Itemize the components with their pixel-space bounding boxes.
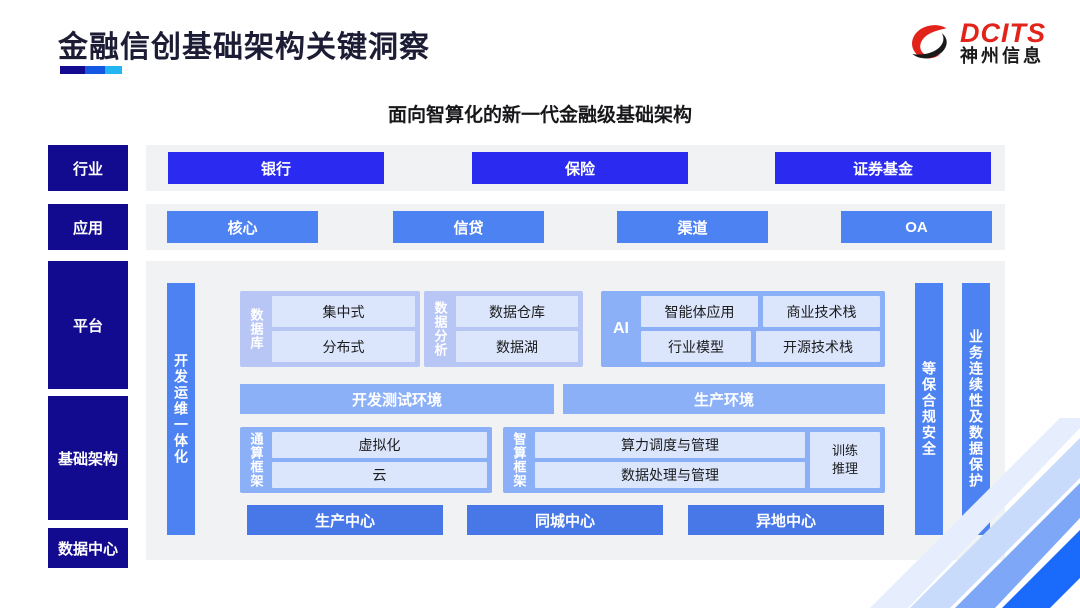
datacenter-item-production[interactable]: 生产中心 [247, 505, 443, 535]
cell-agent-application[interactable]: 智能体应用 [641, 296, 758, 327]
sidebar-devops: 开发运维一体化 [167, 283, 195, 535]
group-intelligent-framework: 智算框架 算力调度与管理 数据处理与管理 训练 推理 [503, 427, 885, 493]
application-item-core[interactable]: 核心 [167, 211, 318, 243]
env-bar-dev-test[interactable]: 开发测试环境 [240, 384, 554, 414]
training-label: 训练 [831, 442, 858, 458]
cell-centralized[interactable]: 集中式 [272, 296, 415, 327]
group-label-intelligent-framework: 智算框架 [511, 432, 527, 488]
sidebar-compliance-security: 等保合规安全 [915, 283, 943, 535]
page-header: 金融信创基础架构关键洞察 DCITS 神州信息 [0, 0, 1080, 92]
industry-item-bank[interactable]: 银行 [168, 152, 384, 184]
group-database: 数据库 集中式 分布式 [240, 291, 420, 367]
diagram-subtitle: 面向智算化的新一代金融级基础架构 [387, 105, 692, 126]
underline-segment-2 [84, 66, 105, 74]
cell-data-lake[interactable]: 数据湖 [456, 331, 578, 362]
cell-commercial-tech-stack[interactable]: 商业技术栈 [763, 296, 880, 327]
industry-item-securities-fund[interactable]: 证券基金 [775, 152, 991, 184]
cell-industry-model[interactable]: 行业模型 [641, 331, 751, 362]
group-label-ai: AI [613, 320, 629, 337]
datacenter-item-remote[interactable]: 异地中心 [688, 505, 884, 535]
group-general-framework: 通算框架 虚拟化 云 [240, 427, 492, 493]
cell-data-processing[interactable]: 数据处理与管理 [535, 462, 805, 488]
row-label-platform: 平台 [48, 261, 128, 389]
sidebar-business-continuity: 业务连续性及数据保护 [962, 283, 990, 535]
cell-opensource-tech-stack[interactable]: 开源技术栈 [756, 331, 880, 362]
cell-virtualization[interactable]: 虚拟化 [272, 432, 487, 458]
application-item-credit[interactable]: 信贷 [393, 211, 544, 243]
env-bar-production[interactable]: 生产环境 [563, 384, 885, 414]
group-label-data-analytics: 数据分析 [432, 301, 448, 357]
cell-compute-scheduling[interactable]: 算力调度与管理 [535, 432, 805, 458]
underline-segment-3 [104, 66, 122, 74]
company-logo: DCITS 神州信息 [906, 20, 1046, 66]
row-label-industry: 行业 [48, 145, 128, 191]
cell-distributed[interactable]: 分布式 [272, 331, 415, 362]
row-label-application: 应用 [48, 204, 128, 250]
cell-data-warehouse[interactable]: 数据仓库 [456, 296, 578, 327]
group-ai: AI 智能体应用 商业技术栈 行业模型 开源技术栈 [601, 291, 885, 367]
title-underline [60, 66, 122, 74]
group-label-database: 数据库 [248, 308, 264, 350]
row-label-datacenter: 数据中心 [48, 528, 128, 568]
group-label-general-framework: 通算框架 [248, 432, 264, 488]
underline-segment-1 [60, 66, 85, 74]
group-data-analytics: 数据分析 数据仓库 数据湖 [424, 291, 583, 367]
inference-label: 推理 [831, 461, 858, 476]
logo-text-en: DCITS [960, 18, 1046, 48]
page-title: 金融信创基础架构关键洞察 [58, 31, 430, 64]
logo-text-cn: 神州信息 [960, 46, 1044, 66]
datacenter-item-same-city[interactable]: 同城中心 [467, 505, 663, 535]
dcits-swirl-icon [906, 20, 952, 66]
cell-cloud[interactable]: 云 [272, 462, 487, 488]
application-item-channel[interactable]: 渠道 [617, 211, 768, 243]
cell-training-inference[interactable]: 训练 推理 [810, 432, 880, 488]
application-item-oa[interactable]: OA [841, 211, 992, 243]
row-label-infrastructure: 基础架构 [48, 396, 128, 520]
industry-item-insurance[interactable]: 保险 [472, 152, 688, 184]
